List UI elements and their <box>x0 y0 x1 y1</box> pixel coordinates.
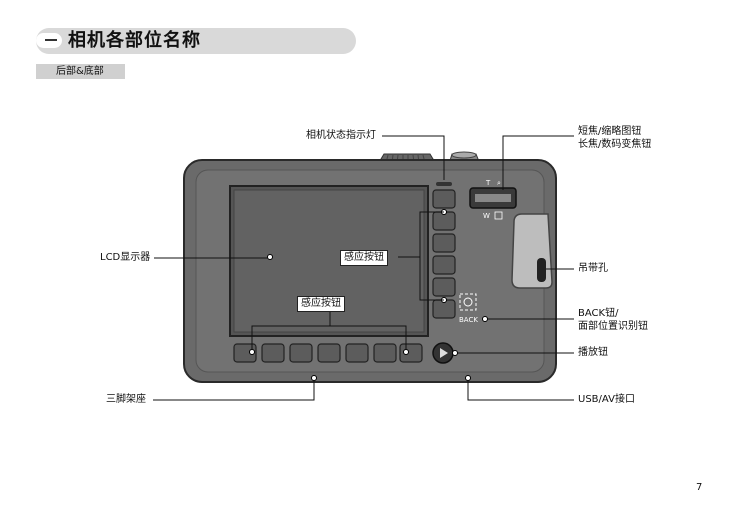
horizontal-sensor-buttons <box>233 343 423 363</box>
label-status-lamp: 相机状态指示灯 <box>306 130 376 141</box>
page-title: 相机各部位名称 <box>68 30 201 51</box>
section-subtitle: 后部&底部 <box>56 66 104 77</box>
label-sensor-right: 感应按钮 <box>340 250 388 266</box>
lcd-marker <box>267 254 273 260</box>
svg-text:W: W <box>483 212 490 220</box>
svg-text:T: T <box>485 179 491 187</box>
label-tripod: 三脚架座 <box>106 394 146 405</box>
label-play: 播放钮 <box>578 347 608 358</box>
svg-text:BACK: BACK <box>459 316 478 324</box>
header-bullet-icon <box>36 33 62 48</box>
header-bar <box>36 28 356 54</box>
strap-eyelet <box>537 258 546 282</box>
face-detect-icon <box>459 293 477 311</box>
label-zoom-wide: 短焦/缩略图钮 <box>578 126 642 137</box>
label-lcd: LCD显示器 <box>100 252 151 263</box>
leader-lines <box>153 135 574 401</box>
label-usb: USB/AV接口 <box>578 394 635 405</box>
subtitle-box <box>36 64 125 79</box>
vertical-sensor-buttons <box>432 189 456 319</box>
label-zoom-tele: 长焦/数码变焦钮 <box>578 139 652 150</box>
status-lamp <box>436 182 452 186</box>
label-back-2: 面部位置识别钮 <box>578 321 648 332</box>
label-sensor-bottom: 感应按钮 <box>297 296 345 312</box>
label-strap: 吊带孔 <box>578 263 608 274</box>
label-back-1: BACK钮/ <box>578 308 619 319</box>
svg-text:⌕: ⌕ <box>497 179 501 187</box>
page-number: 7 <box>696 482 703 493</box>
